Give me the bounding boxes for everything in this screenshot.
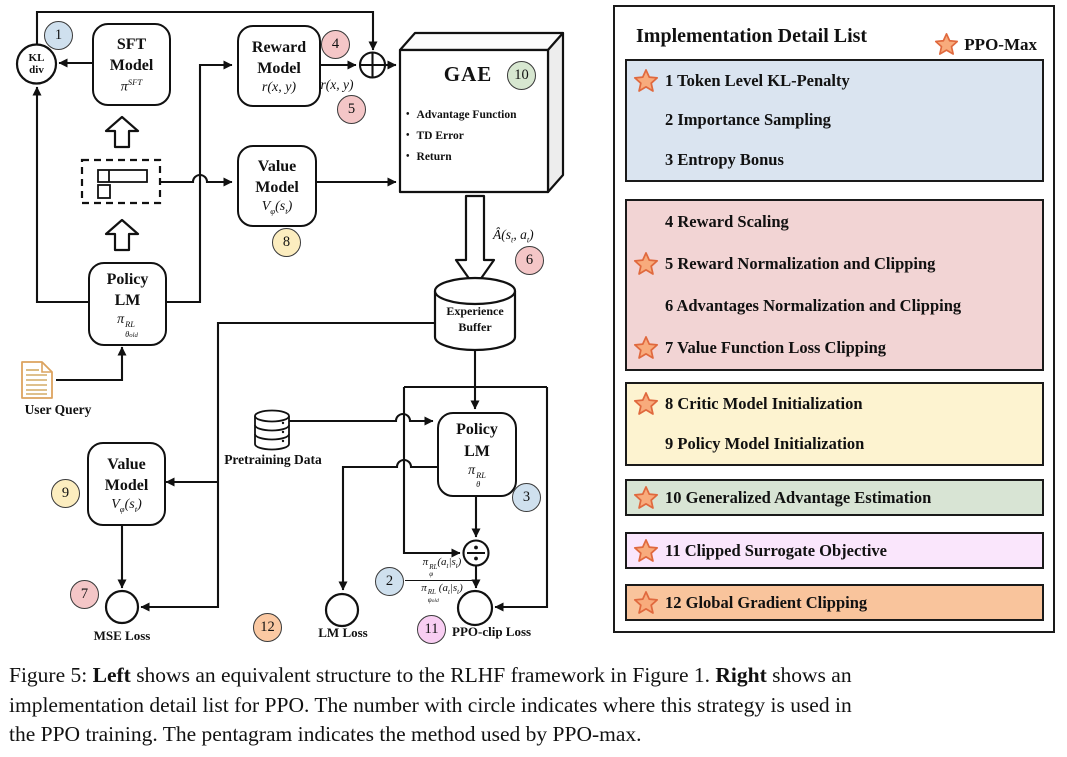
pretraining-data-label: Pretraining Data — [224, 452, 322, 467]
list-item: 10 Generalized Advantage Estimation — [627, 485, 1042, 511]
connector-kl-to-plus — [35, 10, 378, 51]
circled-number-9: 9 — [51, 479, 80, 508]
detail-group-normalization: 4 Reward Scaling 5 Reward Normalization … — [625, 199, 1044, 371]
star-icon — [630, 590, 662, 616]
caption-line-1: Figure 5: Left shows an equivalent struc… — [9, 663, 852, 687]
connectors — [32, 10, 549, 612]
lm-loss-circle — [324, 592, 360, 628]
list-item: 6 Advantages Normalization and Clipping — [665, 296, 962, 315]
star-icon — [630, 68, 662, 94]
reward-model-node: Reward Model r(x, y) — [237, 25, 321, 107]
implementation-detail-panel: Implementation Detail List PPO-Max 1 Tok… — [613, 5, 1055, 633]
up-arrow-icon — [104, 115, 140, 149]
ppo-max-legend: PPO-Max — [934, 32, 1037, 57]
diagram-shapes — [15, 10, 565, 628]
star-icon — [630, 391, 662, 417]
star-icon — [630, 251, 662, 277]
detail-group-surrogate: 11 Clipped Surrogate Objective — [625, 532, 1044, 569]
lm-loss-label: LM Loss — [318, 625, 368, 640]
detail-group-gradient: 12 Global Gradient Clipping — [625, 584, 1044, 621]
connector-policyold-to-reward — [163, 60, 233, 304]
detail-group-gae: 10 Generalized Advantage Estimation — [625, 479, 1044, 516]
connector-policyold-to-kl — [32, 86, 88, 304]
list-item: 4 Reward Scaling — [665, 212, 789, 231]
star-icon — [934, 32, 959, 57]
pretraining-database-icon — [254, 409, 290, 451]
divide-operator-icon — [462, 539, 490, 567]
gae-bullet: Return — [406, 151, 546, 163]
connector-query-to-policyold — [56, 346, 127, 382]
kl-div-label: KL div — [28, 51, 45, 76]
ppo-max-legend-label: PPO-Max — [964, 34, 1037, 54]
circled-number-3: 3 — [512, 483, 541, 512]
list-item: 12 Global Gradient Clipping — [627, 590, 1042, 616]
connector-data-to-value — [160, 173, 233, 187]
gae-title: GAE — [443, 62, 493, 86]
list-item: 11 Clipped Surrogate Objective — [627, 538, 1042, 564]
experience-buffer-label: Experience Buffer — [446, 304, 504, 334]
plus-operator-icon — [358, 51, 387, 79]
connector-loop-left-to-divide — [402, 387, 461, 558]
ppo-clip-loss-circle — [456, 589, 494, 627]
up-arrow-icon — [104, 218, 140, 252]
list-item: 1 Token Level KL-Penalty — [627, 68, 1042, 94]
upward-block-arrows — [104, 115, 140, 252]
advantage-label: Â(st, at) — [493, 227, 534, 245]
list-item: 8 Critic Model Initialization — [627, 391, 1042, 417]
connector-buffer-to-mse — [140, 321, 435, 612]
panel-title: Implementation Detail List — [636, 25, 868, 47]
connector-pretrain-to-policynew — [287, 412, 434, 426]
mse-loss-label: MSE Loss — [93, 628, 151, 643]
circled-number-6: 6 — [515, 246, 544, 275]
mse-loss-circle — [104, 589, 140, 625]
connector-policynew-to-lmloss — [338, 458, 437, 591]
star-icon — [630, 485, 662, 511]
list-item: 2 Importance Sampling — [665, 110, 831, 130]
figure-caption: Figure 5: Left shows an equivalent struc… — [9, 661, 1061, 750]
star-icon — [630, 335, 662, 361]
gae-bullet-list: Advantage Function TD Error Return — [406, 109, 546, 163]
circled-number-7: 7 — [70, 580, 99, 609]
circled-number-11: 11 — [417, 615, 446, 644]
value-model-bottom-node: Value Model Vφ(st) — [87, 442, 166, 526]
sampled-data-dashed-box — [80, 158, 162, 205]
circled-number-2: 2 — [375, 567, 404, 596]
star-icon — [630, 538, 662, 564]
rlhf-flow-diagram: KL div SFT Model πSFT Reward Model r(x, … — [0, 0, 612, 655]
circled-number-12: 12 — [253, 613, 282, 642]
user-query-document-icon — [21, 361, 53, 399]
value-model-top-node: Value Model Vφ(st) — [237, 145, 317, 227]
gae-output-block-arrow — [454, 194, 496, 289]
caption-line-2: implementation detail list for PPO. The … — [9, 692, 852, 717]
list-item: 7 Value Function Loss Clipping — [627, 335, 1042, 361]
detail-group-initialization: 8 Critic Model Initialization 9 Policy M… — [625, 382, 1044, 466]
connector-loop-right-to-ppoloss — [494, 387, 549, 612]
ppo-clip-loss-label: PPO-clip Loss — [452, 624, 532, 639]
gae-bullet: TD Error — [406, 130, 546, 142]
circled-number-8: 8 — [272, 228, 301, 257]
list-item: 5 Reward Normalization and Clipping — [627, 251, 1042, 277]
circled-number-1: 1 — [44, 21, 73, 50]
list-item: 9 Policy Model Initialization — [665, 434, 865, 453]
circled-number-4: 4 — [321, 30, 350, 59]
experience-buffer-cylinder — [433, 276, 517, 352]
circled-number-5: 5 — [337, 95, 366, 124]
circled-number-10: 10 — [507, 61, 536, 90]
kl-div-circle — [15, 43, 58, 85]
gae-bullet: Advantage Function — [406, 109, 546, 121]
reward-output-label: r(x, y) — [320, 77, 354, 92]
user-query-label: User Query — [24, 402, 92, 417]
sft-model-node: SFT Model πSFT — [92, 23, 171, 106]
caption-line-3: the PPO training. The pentagram indicate… — [9, 722, 642, 746]
detail-group-sampling: 1 Token Level KL-Penalty 2 Importance Sa… — [625, 59, 1044, 182]
list-item: 3 Entropy Bonus — [665, 150, 784, 170]
